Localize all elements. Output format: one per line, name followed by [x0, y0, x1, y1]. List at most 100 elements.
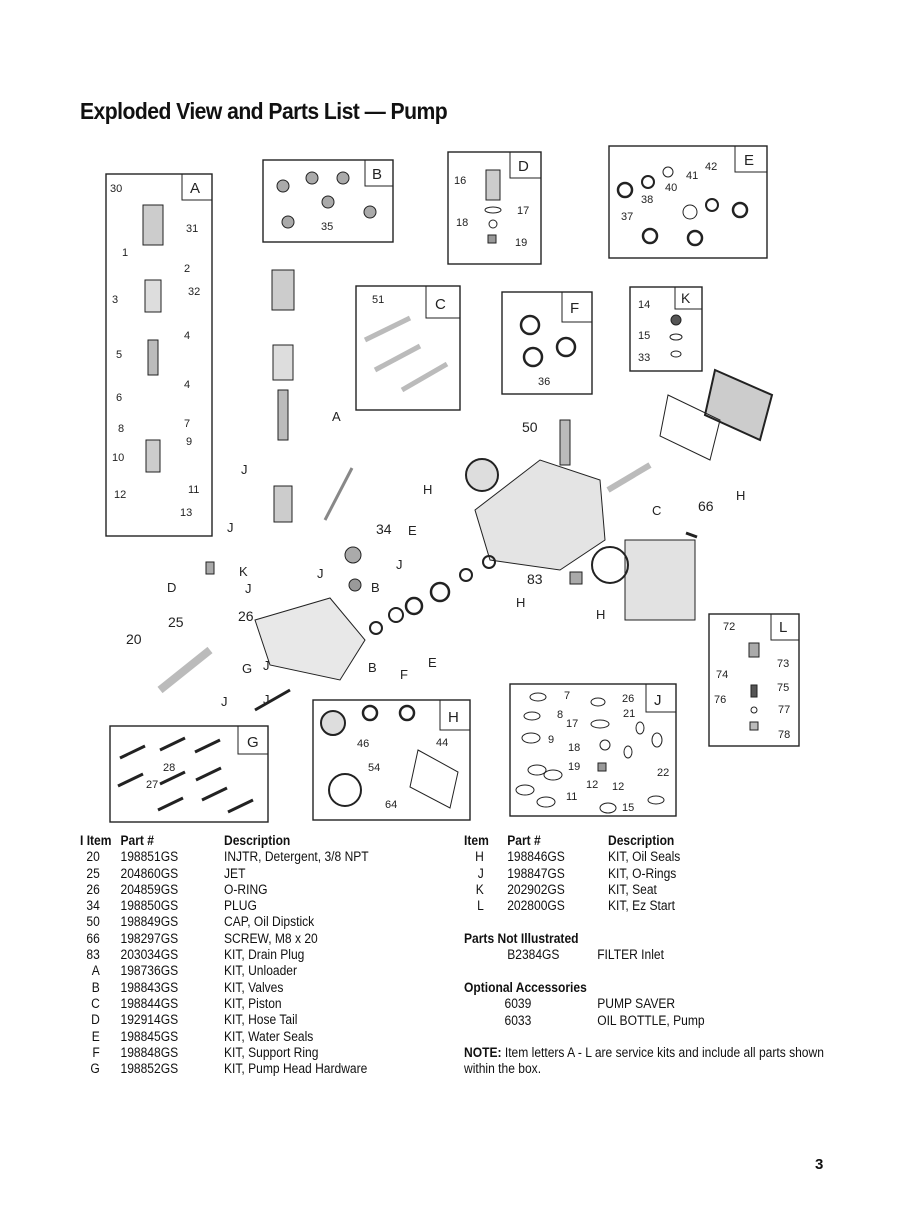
callout-label: 78: [778, 729, 790, 741]
svg-text:C: C: [435, 296, 446, 313]
callout-label: 73: [777, 658, 789, 670]
part-description: FILTER Inlet: [597, 947, 664, 963]
callout-label: 13: [180, 507, 192, 519]
callout-label: 8: [118, 423, 124, 435]
item-id: G: [90, 1061, 100, 1077]
callout-label: 25: [168, 614, 184, 630]
callout-label: J: [241, 462, 248, 477]
part-number: 204860GS: [120, 865, 179, 881]
callout-label: F: [400, 667, 408, 682]
part-number: 198736GS: [120, 963, 179, 979]
callout-label: 28: [163, 762, 175, 774]
kit-box-l: L: [708, 613, 800, 747]
callout-label: J: [263, 658, 270, 673]
callout-label: 51: [372, 294, 384, 306]
callout-label: 18: [456, 217, 468, 229]
callout-label: 11: [566, 791, 577, 803]
kit-box-k: K: [629, 286, 703, 372]
optional-accessories-title: Optional Accessories: [464, 980, 587, 995]
item-id: H: [475, 849, 484, 865]
kit-box-h: H: [312, 699, 471, 821]
part-number: 202800GS: [507, 898, 565, 914]
callout-label: 17: [517, 205, 529, 217]
item-id: J: [477, 865, 484, 881]
part-description: KIT, Seat: [608, 881, 657, 897]
callout-label: 30: [110, 183, 122, 195]
item-id: 34: [86, 898, 100, 914]
part-description: KIT, Oil Seals: [608, 849, 681, 865]
callout-label: J: [221, 694, 228, 709]
item-id: 20: [86, 849, 100, 865]
kit-box-e: E: [608, 145, 768, 259]
part-number: 198297GS: [120, 930, 179, 946]
header-item: I Item: [80, 833, 112, 848]
callout-label: 54: [368, 762, 380, 774]
svg-text:E: E: [744, 152, 754, 169]
callout-label: 15: [622, 802, 634, 814]
callout-label: 1: [122, 247, 128, 259]
kit-box-j: J: [509, 683, 677, 817]
callout-label: 41: [686, 170, 698, 182]
callout-label: 20: [126, 631, 142, 647]
part-description: INJTR, Detergent, 3/8 NPT: [224, 849, 369, 865]
callout-label: 27: [146, 779, 158, 791]
item-id: L: [477, 898, 484, 914]
item-id: 50: [86, 914, 100, 930]
callout-label: E: [408, 523, 417, 538]
callout-label: 7: [564, 690, 570, 702]
callout-label: 4: [184, 330, 190, 342]
callout-label: K: [239, 564, 248, 579]
callout-label: B: [368, 660, 377, 675]
item-id: E: [91, 1028, 100, 1044]
item-id: 66: [86, 930, 100, 946]
item-id: B: [91, 979, 100, 995]
callout-label: 32: [188, 286, 200, 298]
callout-label: H: [596, 607, 605, 622]
header-item: Item: [464, 833, 489, 848]
part-number: 6033: [504, 1012, 532, 1028]
pump-assembly: [157, 269, 774, 712]
callout-label: 3: [112, 294, 118, 306]
callout-label: 26: [622, 693, 634, 705]
part-number: 198846GS: [507, 849, 565, 865]
callout-label: 6: [116, 392, 122, 404]
callout-label: A: [332, 409, 341, 424]
callout-label: H: [516, 595, 525, 610]
svg-text:B: B: [372, 166, 382, 183]
part-number: 198850GS: [120, 898, 179, 914]
svg-text:A: A: [190, 180, 200, 197]
callout-label: J: [263, 692, 270, 707]
callout-label: 7: [184, 418, 190, 430]
part-description: KIT, Pump Head Hardware: [224, 1061, 368, 1077]
part-description: CAP, Oil Dipstick: [224, 914, 315, 930]
callout-label: 26: [238, 608, 254, 624]
callout-label: 9: [548, 734, 554, 746]
part-number: 198851GS: [120, 849, 179, 865]
callout-label: 19: [515, 237, 527, 249]
exploded-view-diagram: A B D E: [105, 145, 800, 823]
item-id: 25: [86, 865, 100, 881]
part-number: 192914GS: [120, 1012, 179, 1028]
callout-label: 10: [112, 452, 124, 464]
callout-label: 66: [698, 498, 714, 514]
callout-label: 12: [586, 779, 598, 791]
note-text: Item letters A - L are service kits and …: [464, 1045, 824, 1077]
callout-label: G: [242, 661, 252, 676]
item-id: D: [91, 1012, 100, 1028]
callout-label: J: [245, 581, 252, 596]
header-description: Description: [224, 833, 291, 848]
callout-label: 36: [538, 376, 550, 388]
callout-label: 16: [454, 175, 466, 187]
callout-label: J: [396, 557, 403, 572]
part-number: 198847GS: [507, 865, 565, 881]
part-description: KIT, Valves: [224, 979, 284, 995]
callout-label: 33: [638, 352, 650, 364]
part-number: 198843GS: [120, 979, 179, 995]
callout-label: 12: [612, 781, 624, 793]
item-id: 26: [86, 881, 100, 897]
part-description: PLUG: [224, 898, 257, 914]
callout-label: 34: [376, 521, 392, 537]
page-number: 3: [815, 1156, 824, 1173]
callout-label: 72: [723, 621, 735, 633]
